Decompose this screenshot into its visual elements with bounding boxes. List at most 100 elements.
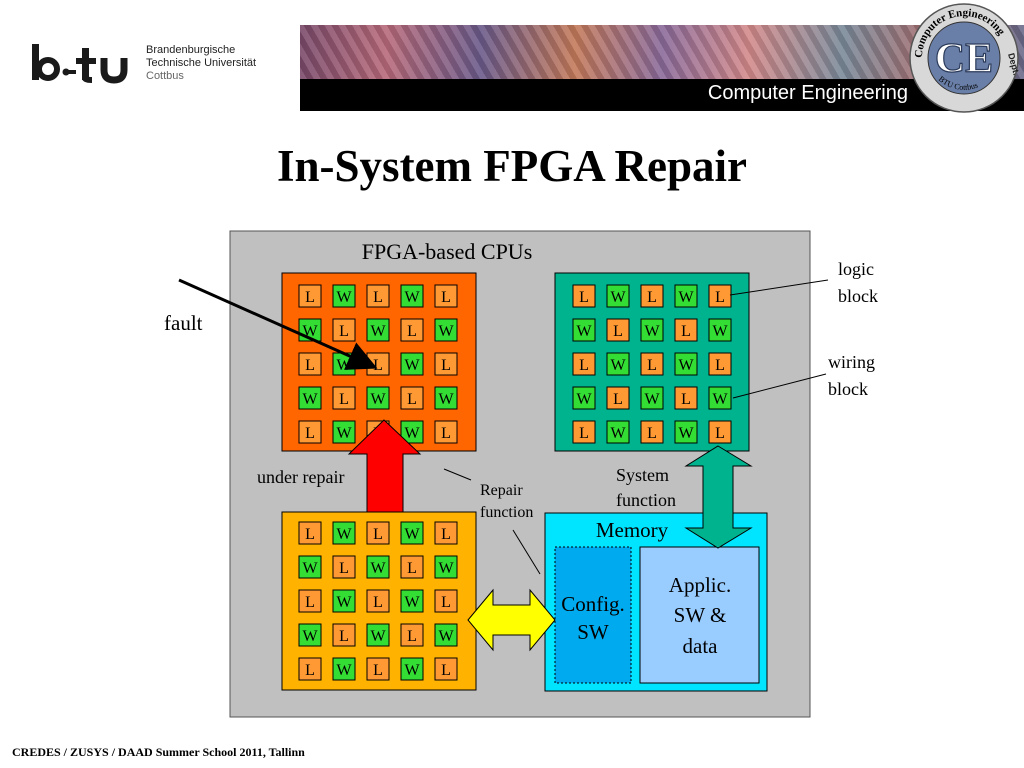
- wiring-block-callout: [732, 373, 827, 399]
- repair-cell-label: L: [305, 662, 315, 679]
- logic-block-cell: [298, 284, 322, 308]
- wiring-block-cell: [366, 623, 390, 647]
- system-cell-label: L: [647, 357, 657, 374]
- wiring-block-cell: [434, 318, 458, 342]
- system-cell-label: L: [681, 391, 691, 408]
- repair-cell-label: W: [336, 662, 352, 679]
- wiring-block-cell: [332, 521, 356, 545]
- slide-title: In-System FPGA Repair: [277, 141, 747, 191]
- applic-label-2: SW &: [674, 603, 727, 627]
- under-repair-cell-label: W: [336, 289, 352, 306]
- applic-label-1: Applic.: [669, 573, 731, 597]
- footer: CREDES / ZUSYS / DAAD Summer School 2011…: [12, 745, 305, 759]
- repair-cell-label: L: [373, 662, 383, 679]
- logic-block-callout: [729, 279, 829, 296]
- under-repair-cell-label: L: [373, 289, 383, 306]
- btu-logo: [32, 44, 128, 84]
- repair-cell-label: L: [339, 560, 349, 577]
- repair-function-label-2: function: [480, 504, 533, 521]
- system-cell-label: W: [610, 289, 626, 306]
- repair-function-callout-2: [512, 529, 541, 575]
- repair-cell-label: W: [370, 560, 386, 577]
- fault-arrow: [178, 278, 378, 370]
- wiring-block-cell: [572, 386, 596, 410]
- repair-cell-label: W: [302, 560, 318, 577]
- under-repair-cell-label: L: [305, 289, 315, 306]
- repair-cell-label: L: [373, 594, 383, 611]
- repair-cell-label: L: [305, 594, 315, 611]
- system-cell-label: L: [613, 323, 623, 340]
- wiring-block-cell: [298, 555, 322, 579]
- system-cell-label: L: [613, 391, 623, 408]
- repair-arrow: [347, 419, 422, 513]
- wiring-block-cell: [366, 386, 390, 410]
- logic-block-cell: [572, 352, 596, 376]
- under-repair-cell-label: L: [441, 357, 451, 374]
- wiring-block-cell: [606, 352, 630, 376]
- repair-cell-label: L: [441, 662, 451, 679]
- logic-block-cell: [434, 420, 458, 444]
- wiring-block-cell: [434, 386, 458, 410]
- banner-bar: [300, 79, 1024, 111]
- under-repair-cell-label: W: [438, 323, 454, 340]
- repair-cell-label: W: [404, 594, 420, 611]
- wiring-block-cell: [606, 284, 630, 308]
- logic-block-cell: [298, 521, 322, 545]
- logic-block-cell: [708, 420, 732, 444]
- logic-block-cell: [332, 623, 356, 647]
- wiring-block-cell: [674, 352, 698, 376]
- logic-block-cell: [400, 623, 424, 647]
- system-cell-label: W: [678, 357, 694, 374]
- wiring-block-cell: [366, 555, 390, 579]
- container-label: FPGA-based CPUs: [362, 239, 533, 264]
- logic-block-cell: [366, 589, 390, 613]
- system-cell-label: L: [579, 289, 589, 306]
- wiring-block-cell: [640, 386, 664, 410]
- system-cell-label: W: [678, 425, 694, 442]
- system-cell-label: L: [715, 425, 725, 442]
- repair-cell-label: L: [441, 526, 451, 543]
- under-repair-cell-label: W: [370, 323, 386, 340]
- wiring-block-cell: [708, 386, 732, 410]
- wiring-block-cell: [366, 318, 390, 342]
- system-cell-label: L: [579, 357, 589, 374]
- system-cell-label: W: [712, 391, 728, 408]
- wiring-block-cell: [674, 284, 698, 308]
- under-repair-cell-label: W: [404, 357, 420, 374]
- logic-block-cell: [572, 420, 596, 444]
- logic-block-cell: [400, 386, 424, 410]
- under-repair-cell-label: L: [441, 425, 451, 442]
- repair-cell-label: W: [404, 526, 420, 543]
- system-cell-label: L: [715, 357, 725, 374]
- wiring-block-cell: [400, 352, 424, 376]
- repair-cell-label: W: [438, 628, 454, 645]
- system-cell-label: L: [647, 289, 657, 306]
- wiring-block-cell: [572, 318, 596, 342]
- logo-line-2: Technische Universität: [146, 57, 257, 69]
- logic-block-cell: [572, 284, 596, 308]
- system-function-label-1: System: [616, 465, 669, 485]
- under-repair-cell-label: L: [441, 289, 451, 306]
- logic-block-cell: [434, 657, 458, 681]
- system-cell-label: W: [610, 357, 626, 374]
- config-double-arrow: [467, 588, 556, 652]
- system-function-arrow: [684, 445, 753, 549]
- repair-cell-label: L: [305, 526, 315, 543]
- logic-block-cell: [400, 555, 424, 579]
- logic-block-cell: [298, 589, 322, 613]
- banner-title: Computer Engineering: [707, 82, 908, 104]
- logic-block-cell: [298, 657, 322, 681]
- wiring-block-cell: [400, 521, 424, 545]
- logic-block-cell: [298, 420, 322, 444]
- under-repair-cell-label: L: [305, 425, 315, 442]
- config-sw-block: [554, 546, 632, 684]
- under-repair-cell-label: W: [302, 391, 318, 408]
- wiring-block-cell: [708, 318, 732, 342]
- repair-cell-label: W: [438, 560, 454, 577]
- wiring-block-label-1: wiring: [828, 352, 875, 372]
- repair-cell-label: W: [370, 628, 386, 645]
- wiring-block-cell: [400, 657, 424, 681]
